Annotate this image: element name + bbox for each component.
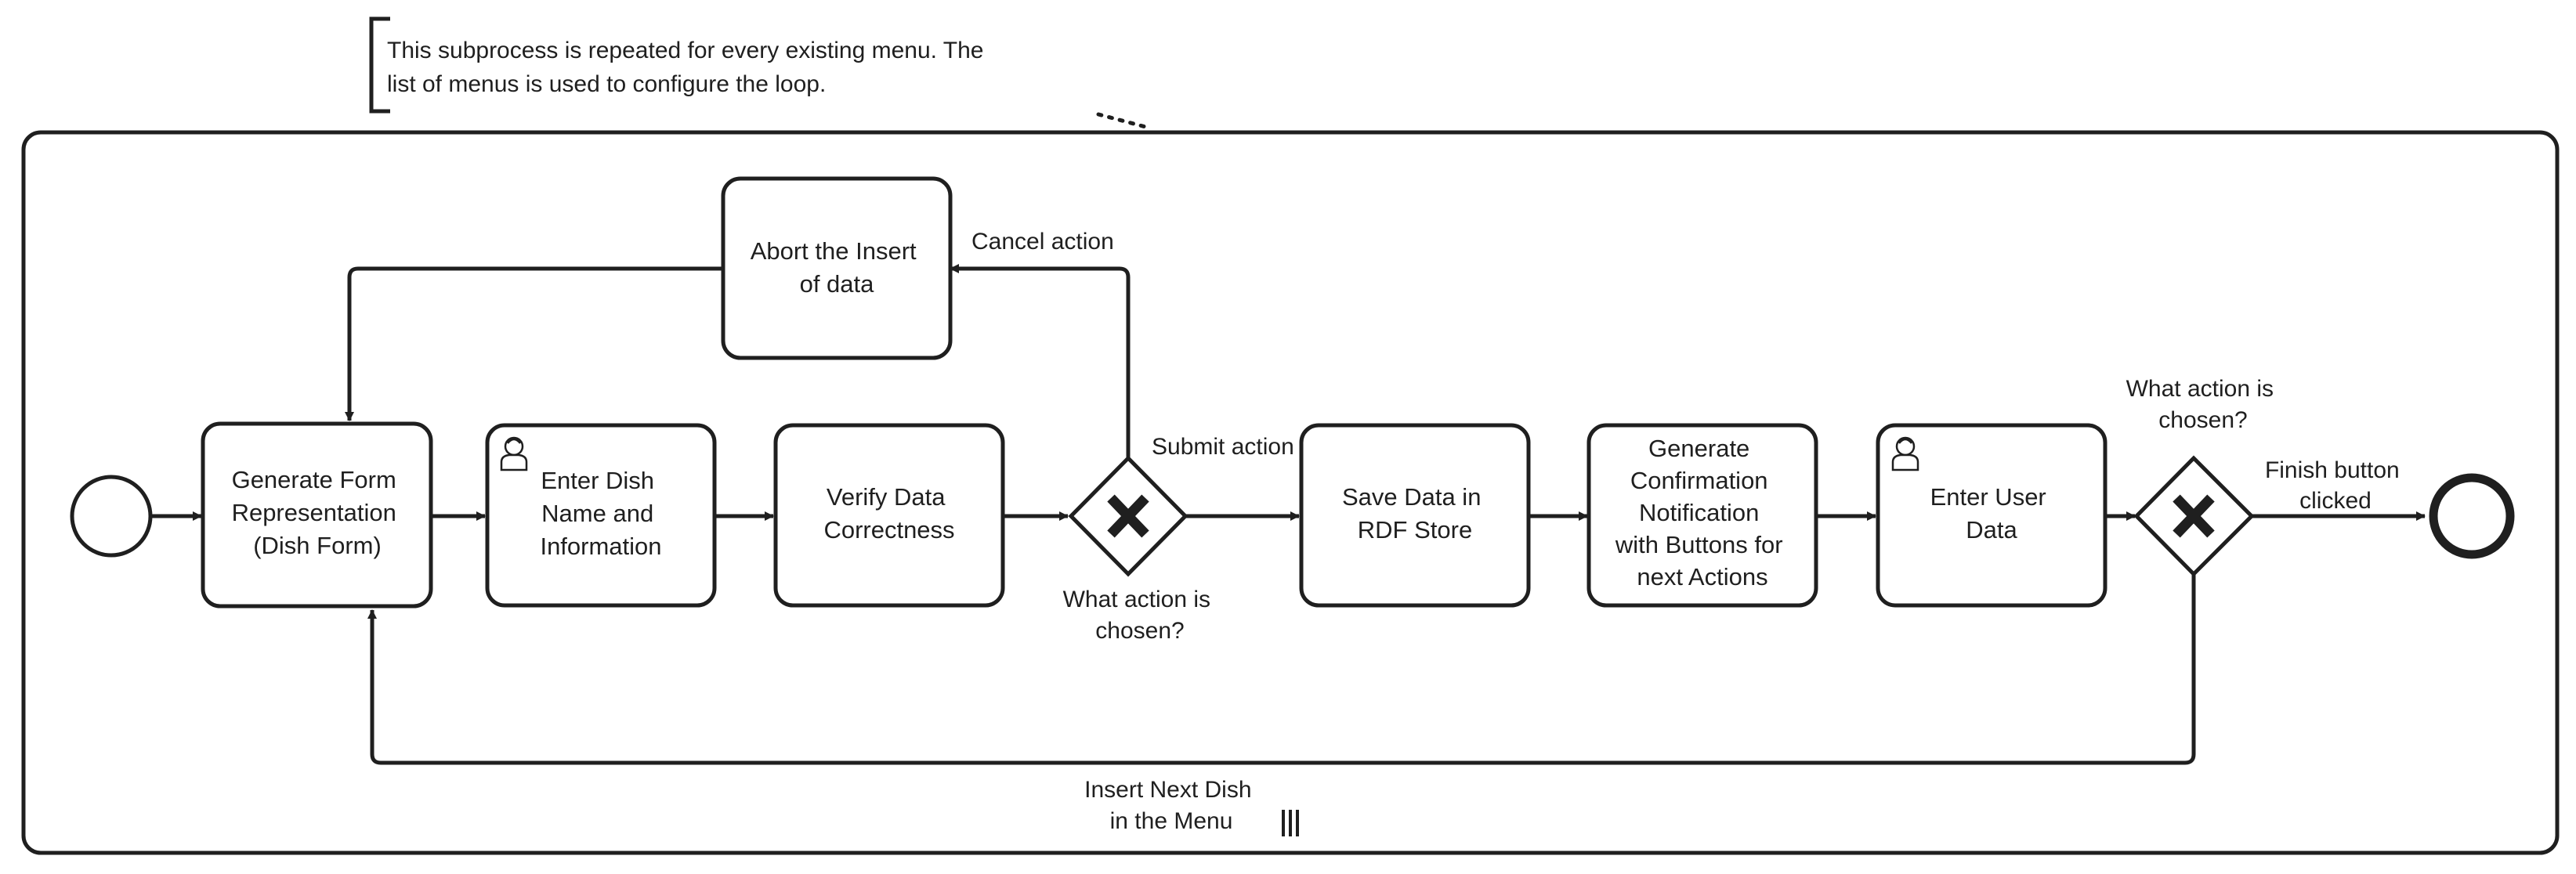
- task-enter-dish[interactable]: Enter Dish Name and Information: [485, 423, 717, 608]
- finish-label-line-2: clicked: [2299, 488, 2372, 514]
- gateway-1-label-line-1: What action is: [1063, 587, 1210, 612]
- task-enter-user-label: Enter User Data: [1930, 483, 2053, 544]
- flow-abort-to-generate: [345, 266, 723, 421]
- submit-action-label-line: Submit action: [1152, 434, 1294, 460]
- task-generate-form-line-3: (Dish Form): [253, 532, 382, 559]
- annotation-line-2: list of menus is used to configure the l…: [387, 71, 826, 97]
- gateway-1-label: What action is chosen?: [1063, 587, 1217, 644]
- task-verify-line-1: Verify Data: [827, 483, 946, 511]
- task-abort[interactable]: Abort the Insert of data: [721, 176, 953, 360]
- subprocess-container[interactable]: [21, 130, 2560, 855]
- task-confirm[interactable]: Generate Confirmation Notification with …: [1586, 423, 1818, 608]
- annotation-association: [1096, 112, 1151, 130]
- task-verify[interactable]: Verify Data Correctness: [773, 423, 1005, 608]
- gateway-2-label-line-1: What action is: [2126, 376, 2274, 402]
- task-generate-form-line-1: Generate Form: [232, 466, 396, 493]
- text-annotation: This subprocess is repeated for every ex…: [369, 16, 1151, 130]
- task-save-line-2: RDF Store: [1358, 516, 1472, 544]
- task-confirm-line-4: with Buttons for: [1615, 531, 1783, 558]
- gateway-2-label: What action is chosen?: [2126, 376, 2281, 433]
- task-confirm-label: Generate Confirmation Notification with …: [1615, 435, 1789, 590]
- end-event[interactable]: [2429, 473, 2515, 559]
- annotation-line-1: This subprocess is repeated for every ex…: [387, 38, 983, 63]
- next-dish-label-line-2: in the Menu: [1110, 808, 1233, 834]
- flow-gateway1-cancel: [950, 264, 1131, 458]
- exclusive-x-icon: [2173, 494, 2215, 538]
- next-dish-label: Insert Next Dish in the Menu: [1084, 777, 1258, 834]
- task-enter-dish-line-1: Enter Dish: [541, 467, 654, 494]
- task-enter-dish-label: Enter Dish Name and Information: [540, 467, 661, 560]
- sequence-flows: [150, 264, 2426, 765]
- annotation-text: This subprocess is repeated for every ex…: [387, 38, 990, 97]
- task-confirm-line-3: Notification: [1639, 499, 1759, 526]
- annotation-bracket: [369, 16, 390, 114]
- cancel-action-label-line: Cancel action: [971, 229, 1114, 255]
- gateway-2[interactable]: [2133, 455, 2255, 577]
- flow-gateway2-next-dish: [367, 574, 2196, 765]
- task-abort-label: Abort the Insert of data: [751, 237, 924, 298]
- task-confirm-line-1: Generate: [1648, 435, 1749, 462]
- task-generate-form-label: Generate Form Representation (Dish Form): [232, 466, 403, 559]
- gateway-2-label-line-2: chosen?: [2158, 407, 2247, 433]
- task-verify-label: Verify Data Correctness: [823, 483, 954, 544]
- finish-label-line-1: Finish button: [2265, 457, 2400, 483]
- task-confirm-line-5: next Actions: [1637, 563, 1767, 590]
- task-abort-line-2: of data: [800, 270, 875, 298]
- loop-marker-icon: [1282, 810, 1299, 836]
- next-dish-label-line-1: Insert Next Dish: [1084, 777, 1251, 803]
- finish-label: Finish button clicked: [2265, 457, 2406, 514]
- cancel-action-label: Cancel action: [971, 229, 1114, 255]
- exclusive-x-icon: [1107, 494, 1149, 538]
- submit-action-label: Submit action: [1152, 434, 1294, 460]
- gateway-1-label-line-2: chosen?: [1095, 618, 1184, 644]
- task-abort-line-1: Abort the Insert: [751, 237, 917, 265]
- task-confirm-line-2: Confirmation: [1630, 467, 1768, 494]
- task-enter-user-line-2: Data: [1966, 516, 2017, 544]
- task-save-label: Save Data in RDF Store: [1342, 483, 1488, 544]
- start-event[interactable]: [70, 475, 153, 558]
- task-verify-line-2: Correctness: [823, 516, 954, 544]
- task-save-line-1: Save Data in: [1342, 483, 1482, 511]
- task-save[interactable]: Save Data in RDF Store: [1299, 423, 1531, 608]
- task-generate-form[interactable]: Generate Form Representation (Dish Form): [201, 421, 433, 609]
- task-enter-dish-line-3: Information: [540, 533, 661, 560]
- task-enter-user[interactable]: Enter User Data: [1876, 423, 2107, 608]
- gateway-1[interactable]: [1068, 455, 1189, 577]
- task-enter-dish-line-2: Name and: [541, 500, 653, 527]
- task-generate-form-line-2: Representation: [232, 499, 396, 526]
- task-enter-user-line-1: Enter User: [1930, 483, 2046, 511]
